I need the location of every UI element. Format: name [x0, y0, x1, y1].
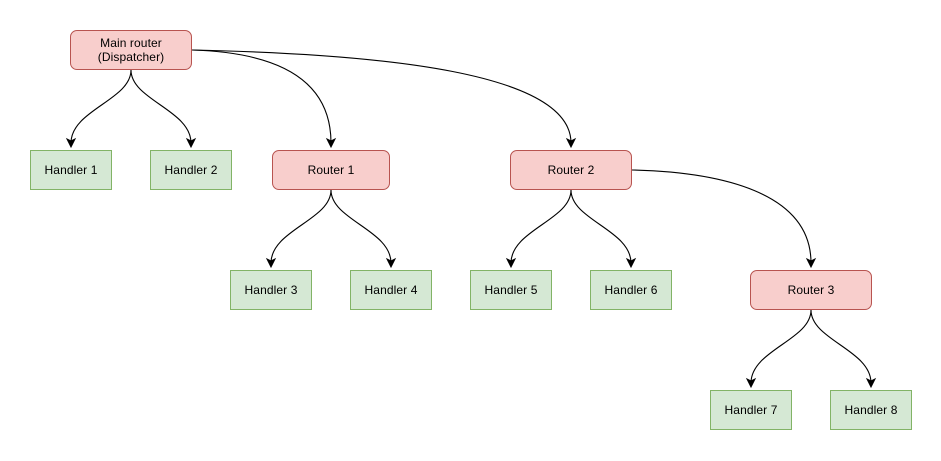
node-label-router-1: Router 1 — [307, 163, 355, 177]
edge-router-2-to-handler-6[interactable] — [570, 189, 637, 269]
node-handler-6[interactable]: Handler 6 — [590, 270, 672, 310]
edge-main-to-handler-2[interactable] — [130, 69, 197, 149]
node-label-router-3: Router 3 — [787, 283, 835, 297]
edge-router-1-to-handler-3[interactable] — [265, 189, 332, 269]
node-handler-4[interactable]: Handler 4 — [350, 270, 432, 310]
node-router-3[interactable]: Router 3 — [750, 270, 872, 310]
edge-group — [65, 49, 877, 389]
node-label-handler-1: Handler 1 — [44, 163, 98, 177]
node-handler-3[interactable]: Handler 3 — [230, 270, 312, 310]
node-label-handler-3: Handler 3 — [244, 283, 298, 297]
node-handler-1[interactable]: Handler 1 — [30, 150, 112, 190]
node-label-handler-4: Handler 4 — [364, 283, 418, 297]
node-label-handler-8: Handler 8 — [844, 403, 898, 417]
edge-router-1-to-handler-4[interactable] — [330, 189, 397, 269]
edge-router-3-to-handler-7[interactable] — [745, 309, 812, 389]
node-label-handler-7: Handler 7 — [724, 403, 778, 417]
node-handler-7[interactable]: Handler 7 — [710, 390, 792, 430]
node-handler-5[interactable]: Handler 5 — [470, 270, 552, 310]
edge-main-to-router-2[interactable] — [191, 49, 577, 149]
edge-router-3-to-handler-8[interactable] — [810, 309, 877, 389]
edge-router-2-to-handler-5[interactable] — [505, 189, 572, 269]
node-router-2[interactable]: Router 2 — [510, 150, 632, 190]
node-label-router-2: Router 2 — [547, 163, 595, 177]
edge-main-to-handler-1[interactable] — [65, 69, 132, 149]
node-label-main-router: Main router (Dispatcher) — [97, 36, 165, 64]
node-label-handler-2: Handler 2 — [164, 163, 218, 177]
node-handler-2[interactable]: Handler 2 — [150, 150, 232, 190]
node-label-handler-5: Handler 5 — [484, 283, 538, 297]
node-handler-8[interactable]: Handler 8 — [830, 390, 912, 430]
node-label-handler-6: Handler 6 — [604, 283, 658, 297]
edge-main-to-router-1[interactable] — [191, 49, 337, 149]
node-main-router[interactable]: Main router (Dispatcher) — [70, 30, 192, 70]
node-router-1[interactable]: Router 1 — [272, 150, 390, 190]
edge-router-2-to-router-3[interactable] — [631, 169, 817, 269]
